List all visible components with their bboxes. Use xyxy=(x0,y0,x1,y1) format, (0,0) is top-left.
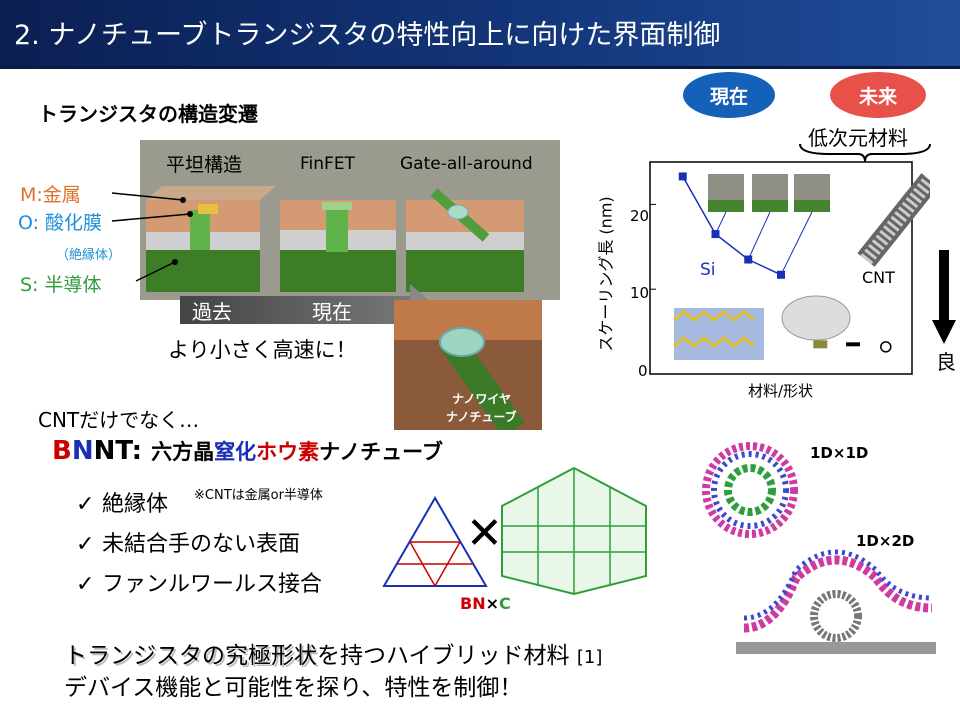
bottom-line-1-emph: トランジスタの究極形状 xyxy=(64,643,317,669)
plot-transistor-insets xyxy=(708,174,830,212)
inset-leader-line xyxy=(715,211,727,235)
check-surface-text: 未結合手のない表面 xyxy=(102,532,301,557)
scaling-length-chart xyxy=(649,161,930,375)
hetero-1d2d-label: 1D×2D xyxy=(856,532,915,550)
hetero-1d2d-image xyxy=(736,549,936,654)
check-icon: ✓ xyxy=(76,532,95,557)
nanowire-label: ナノワイヤ xyxy=(452,392,512,406)
bottom-line-1: トランジスタの究極形状を持つハイブリッド材料 [1] xyxy=(64,636,602,670)
label-gaa: Gate-all-around xyxy=(400,154,533,174)
check-icon: ✓ xyxy=(76,492,95,517)
bnnt-b: B xyxy=(52,436,72,466)
bnnt-jp4: ナノチューブ xyxy=(319,440,443,464)
legend-metal: M:金属 xyxy=(20,184,81,206)
plot-ytick-20: 20 xyxy=(630,207,650,225)
legend-semiconductor: S: 半導体 xyxy=(20,274,102,296)
nanotube-label: ナノチューブ xyxy=(446,410,517,424)
nanowire-zoom-image xyxy=(394,300,542,430)
mos2-inset xyxy=(673,308,764,360)
inset-leader-line xyxy=(780,211,813,276)
section-heading: トランジスタの構造変遷 xyxy=(38,102,258,126)
bn-c-c: C xyxy=(499,594,511,613)
bn-c-label: BN×C xyxy=(460,594,511,613)
bottom-line-1-rest: を持つハイブリッド材料 xyxy=(317,643,570,669)
bnnt-rest: NT: xyxy=(93,436,152,466)
low-dim-materials: 低次元材料 xyxy=(808,126,908,150)
cnt-data-point xyxy=(880,341,892,353)
label-planar: 平坦構造 xyxy=(166,154,243,176)
bn-c-bn: BN xyxy=(460,594,486,613)
legend-oxide-note: （絶縁体） xyxy=(56,248,122,263)
hetero-1d1d-image xyxy=(702,442,798,538)
finfet-transistor xyxy=(280,200,396,292)
label-finfet: FinFET xyxy=(300,154,355,174)
check-item-insulator: ✓ 絶縁体 xyxy=(76,486,168,518)
bnnt-headline: BNNT: 六方晶窒化ホウ素ナノチューブ xyxy=(52,436,443,466)
plot-ylabel: スケーリング長 (nm) xyxy=(596,196,616,352)
bnnt-jp2: 窒化 xyxy=(214,440,257,464)
series-si-line xyxy=(682,176,782,276)
badge-future: 未来 xyxy=(830,72,926,118)
title-bar: 2. ナノチューブトランジスタの特性向上に向けた界面制御 xyxy=(0,0,960,69)
hetero-1d1d-label: 1D×1D xyxy=(810,444,869,462)
bnnt-n: N xyxy=(71,436,94,466)
plot-si-label: Si xyxy=(700,260,716,280)
check-item-vdw: ✓ ファンルワールス接合 xyxy=(76,566,322,598)
check-vdw-text: ファンルワールス接合 xyxy=(102,572,323,597)
slide-title: 2. ナノチューブトランジスタの特性向上に向けた界面制御 xyxy=(14,20,721,51)
mos2-data-point xyxy=(813,340,828,349)
bottom-line-2: デバイス機能と可能性を探り、特性を制御！ xyxy=(64,675,523,701)
plot-xlabel: 材料/形状 xyxy=(748,382,814,400)
graphene-lattice-image xyxy=(501,466,647,596)
cnt-tube-image xyxy=(857,173,930,267)
timeline-past: 過去 xyxy=(192,300,232,324)
check-icon: ✓ xyxy=(76,572,95,597)
graphene-inset xyxy=(781,295,851,341)
bn-lattice-image xyxy=(382,496,488,587)
plot-ytick-0: 0 xyxy=(638,362,648,380)
bnnt-jp3: ホウ素 xyxy=(256,440,320,464)
timeline-present: 現在 xyxy=(312,300,352,324)
cnt-intro-text: CNTだけでなく… xyxy=(38,408,200,432)
plot-cnt-label: CNT xyxy=(862,268,895,287)
legend-leader-lines xyxy=(111,192,193,282)
cross-icon: ✕ xyxy=(466,508,503,559)
bnnt-jp1: 六方晶 xyxy=(151,440,215,464)
plot-ytick-10: 10 xyxy=(630,284,650,302)
legend-oxide: O: 酸化膜 xyxy=(18,212,103,234)
better-arrow xyxy=(932,250,956,344)
bottom-ref: [1] xyxy=(576,647,603,668)
badge-present: 現在 xyxy=(683,72,775,118)
inset-leader-line xyxy=(747,211,771,260)
check-insulator-text: 絶縁体 xyxy=(102,492,169,517)
gate-all-around-transistor xyxy=(406,188,524,292)
check-insulator-note: ※CNTは金属or半導体 xyxy=(194,488,323,503)
timeline-arrow xyxy=(180,296,410,324)
check-item-surface: ✓ 未結合手のない表面 xyxy=(76,526,300,558)
planar-transistor xyxy=(146,186,276,292)
plot-better-label: 良 xyxy=(936,350,956,374)
caption-faster: より小さく高速に！ xyxy=(168,338,357,362)
graphene-data-point xyxy=(846,342,861,347)
si-data-point xyxy=(678,172,687,181)
bn-c-x: × xyxy=(485,594,499,613)
